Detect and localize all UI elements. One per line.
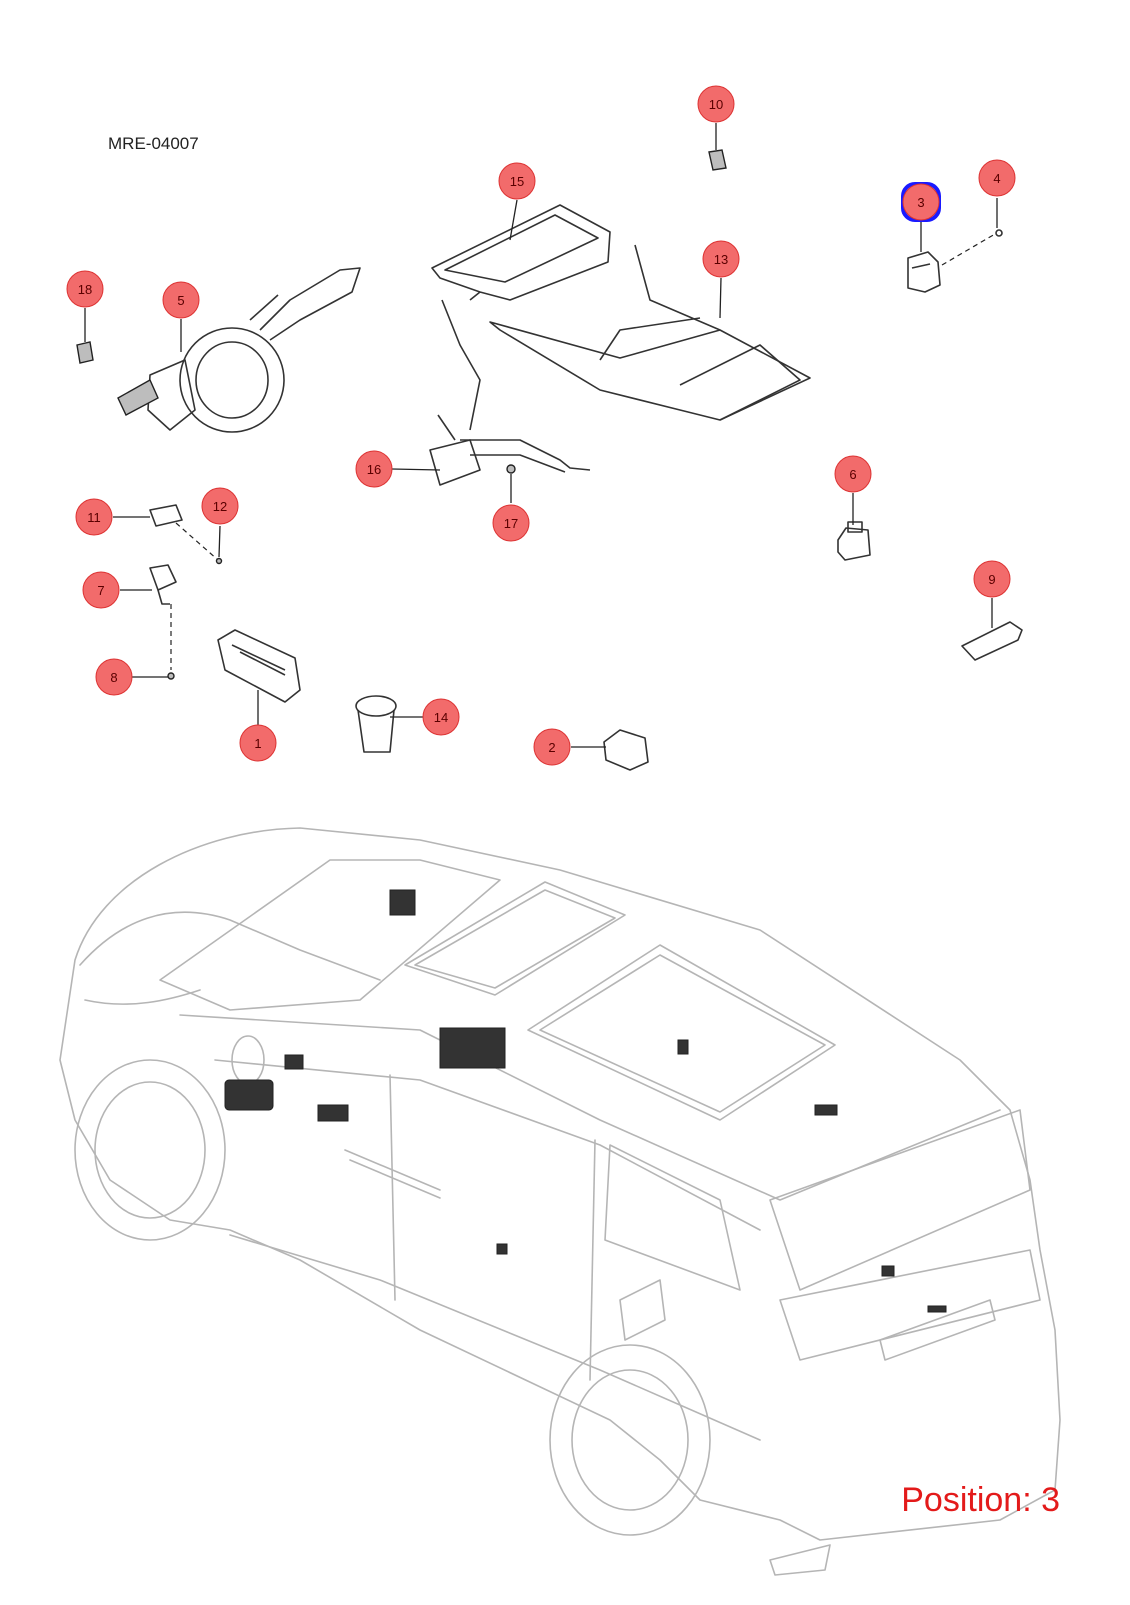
callout-2[interactable]: 2 — [533, 728, 571, 766]
callout-circle — [422, 698, 460, 736]
callout-number: 16 — [367, 462, 381, 477]
callout-number: 6 — [849, 467, 856, 482]
callout-9[interactable]: 9 — [973, 560, 1011, 598]
callout-4[interactable]: 4 — [978, 159, 1016, 197]
callout-number: 14 — [434, 710, 448, 725]
callout-number: 4 — [993, 171, 1000, 186]
callout-circle — [973, 560, 1011, 598]
callout-circle — [702, 240, 740, 278]
callout-circle — [75, 498, 113, 536]
callout-6[interactable]: 6 — [834, 455, 872, 493]
callout-5[interactable]: 5 — [162, 281, 200, 319]
callout-number: 5 — [177, 293, 184, 308]
callout-16[interactable]: 16 — [355, 450, 393, 488]
callout-circle — [498, 162, 536, 200]
callout-number: 18 — [78, 282, 92, 297]
callout-circle — [355, 450, 393, 488]
callout-17[interactable]: 17 — [492, 504, 530, 542]
callout-number: 7 — [97, 583, 104, 598]
callout-circle — [239, 724, 277, 762]
callout-circle — [201, 487, 239, 525]
callout-circle — [95, 658, 133, 696]
callout-number: 9 — [988, 572, 995, 587]
diagram-reference-code: MRE-04007 — [108, 134, 199, 153]
callout-circle — [492, 504, 530, 542]
vehicle-illustration — [59, 827, 1061, 1576]
callout-circle — [834, 455, 872, 493]
callout-number: 3 — [917, 195, 924, 210]
callout-circle — [902, 183, 940, 221]
callout-circle — [162, 281, 200, 319]
callout-15[interactable]: 15 — [498, 162, 536, 200]
callout-7[interactable]: 7 — [82, 571, 120, 609]
callout-14[interactable]: 14 — [422, 698, 460, 736]
callout-number: 11 — [87, 510, 101, 525]
callout-circle — [533, 728, 571, 766]
position-label: Position: 3 — [901, 1481, 1060, 1519]
callout-number: 15 — [510, 174, 524, 189]
callout-number: 17 — [504, 516, 518, 531]
callout-12[interactable]: 12 — [201, 487, 239, 525]
callout-number: 8 — [110, 670, 117, 685]
callout-number: 12 — [213, 499, 227, 514]
callout-8[interactable]: 8 — [95, 658, 133, 696]
callout-number: 1 — [254, 736, 261, 751]
callout-3[interactable]: 3 — [901, 182, 941, 222]
callout-number: 10 — [709, 97, 723, 112]
leader-lines — [84, 123, 998, 748]
part-drawings — [76, 149, 1023, 771]
callout-13[interactable]: 13 — [702, 240, 740, 278]
callout-1[interactable]: 1 — [239, 724, 277, 762]
callout-circle — [978, 159, 1016, 197]
callout-circle — [66, 270, 104, 308]
callout-number: 13 — [714, 252, 728, 267]
callout-circle — [82, 571, 120, 609]
callout-10[interactable]: 10 — [697, 85, 735, 123]
callout-circle — [697, 85, 735, 123]
callout-18[interactable]: 18 — [66, 270, 104, 308]
callout-number: 2 — [548, 740, 555, 755]
callout-11[interactable]: 11 — [75, 498, 113, 536]
